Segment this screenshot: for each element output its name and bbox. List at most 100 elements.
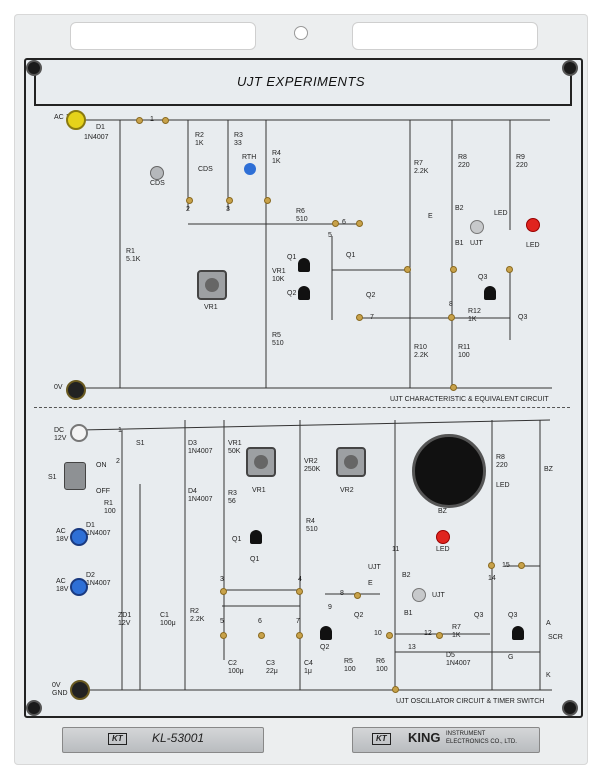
ac-12v-jack[interactable]: [66, 110, 86, 130]
zero-v-jack[interactable]: [66, 380, 86, 400]
ac-18v-jack-1[interactable]: [70, 528, 88, 546]
screw-icon: [562, 60, 578, 76]
q1-transistor-icon: [298, 258, 310, 272]
led-red-icon: [526, 218, 540, 232]
terminal-pin[interactable]: [518, 562, 525, 569]
r3-label-b: R3 56: [228, 490, 237, 505]
r8-label-b: R8 220: [496, 454, 508, 469]
logo-icon: KT: [108, 733, 127, 745]
r7-label: R7 2.2K: [414, 160, 429, 175]
node-3-b: 3: [220, 576, 224, 583]
terminal-pin[interactable]: [332, 220, 339, 227]
terminal-pin[interactable]: [220, 588, 227, 595]
terminal-pin[interactable]: [450, 384, 457, 391]
terminal-pin[interactable]: [220, 632, 227, 639]
q3-transistor-icon-b: [512, 626, 524, 640]
terminal-pin[interactable]: [162, 117, 169, 124]
brand-plate: [352, 727, 540, 753]
terminal-pin[interactable]: [356, 220, 363, 227]
node-3-label: 3: [226, 206, 230, 213]
terminal-pin[interactable]: [436, 632, 443, 639]
r12-label: R12 1K: [468, 308, 481, 323]
screw-icon: [26, 60, 42, 76]
terminal-pin[interactable]: [450, 266, 457, 273]
terminal-pin[interactable]: [264, 197, 271, 204]
node-12-b: 12: [424, 630, 432, 637]
cds-left-label: CDS: [150, 180, 165, 187]
bz-label: BZ: [438, 508, 447, 515]
terminal-pin[interactable]: [226, 197, 233, 204]
r7-label-b: R7 1K: [452, 624, 461, 639]
vr2-knob-label: VR2: [340, 487, 354, 494]
vr2-knob[interactable]: [336, 447, 366, 477]
q3a-label: Q3: [478, 274, 488, 281]
node-7-label: 7: [370, 314, 374, 321]
zd1-label: ZD1 12V: [118, 612, 132, 627]
ac-18v-jack-2[interactable]: [70, 578, 88, 596]
r1-label-b: R1 100: [104, 500, 116, 515]
node-8-b: 8: [340, 590, 344, 597]
terminal-pin[interactable]: [356, 314, 363, 321]
model-number: KL-53001: [152, 731, 205, 745]
bz-side-label: BZ: [544, 466, 553, 473]
vr1-knob-label-b: VR1: [252, 487, 266, 494]
q2a-label-b: Q2: [320, 644, 330, 651]
scr-k-label: K: [546, 672, 551, 679]
node-15-b: 15: [502, 562, 510, 569]
d3-label: D3 1N4007: [188, 440, 213, 455]
terminal-pin[interactable]: [506, 266, 513, 273]
ujt-label-a: UJT: [368, 564, 381, 571]
vr1-label: VR1 10K: [272, 268, 286, 283]
r2-label: R2 1K: [195, 132, 204, 147]
node-1-label: 1: [150, 116, 154, 123]
node-6-b: 6: [258, 618, 262, 625]
node-8-label: 8: [449, 301, 453, 308]
terminal-pin[interactable]: [354, 592, 361, 599]
terminal-pin[interactable]: [296, 588, 303, 595]
d2-label-b: D2 1N4007: [86, 572, 111, 587]
vr1-label-b: VR1 50K: [228, 440, 242, 455]
node-7-b: 7: [296, 618, 300, 625]
terminal-pin[interactable]: [392, 686, 399, 693]
vr1-knob-b[interactable]: [246, 447, 276, 477]
terminal-pin[interactable]: [258, 632, 265, 639]
title-bar: [34, 68, 572, 106]
s1-label: S1: [48, 474, 57, 481]
terminal-pin[interactable]: [448, 314, 455, 321]
q1-transistor-icon-b: [250, 530, 262, 544]
terminal-pin[interactable]: [404, 266, 411, 273]
dc-12v-jack[interactable]: [70, 424, 88, 442]
node-5-label: 5: [328, 232, 332, 239]
s1-toggle-switch[interactable]: [64, 462, 86, 490]
ac-18v-label-1: AC 18V: [56, 528, 69, 543]
vr1-knob-label: VR1: [204, 304, 218, 311]
q3a-label-b: Q3: [474, 612, 484, 619]
cds-sensor-icon: [150, 166, 164, 180]
terminal-pin[interactable]: [386, 632, 393, 639]
thermistor-icon: [244, 163, 256, 175]
c1-label: C1 100μ: [160, 612, 176, 627]
ujt-label: UJT: [470, 240, 483, 247]
q3-transistor-icon: [484, 286, 496, 300]
vr1-knob[interactable]: [197, 270, 227, 300]
q1b-label-b: Q1: [250, 556, 260, 563]
q2a-label: Q2: [287, 290, 297, 297]
r6-label-b: R6 100: [376, 658, 388, 673]
ujt-e-label: E: [428, 213, 433, 220]
terminal-pin[interactable]: [186, 197, 193, 204]
q2-transistor-icon-b: [320, 626, 332, 640]
cds-right-label: CDS: [198, 166, 213, 173]
node-11-b: 11: [392, 546, 400, 553]
ujt-b2-label-b: B2: [402, 572, 411, 579]
gnd-jack[interactable]: [70, 680, 90, 700]
page-title: UJT EXPERIMENTS: [236, 74, 366, 89]
terminal-pin[interactable]: [488, 562, 495, 569]
ujt-label-b: UJT: [432, 592, 445, 599]
terminal-pin[interactable]: [296, 632, 303, 639]
terminal-pin[interactable]: [136, 117, 143, 124]
scr-label: SCR: [548, 634, 563, 641]
top-mount-tab-left: [70, 22, 256, 50]
r1-label: R1 5.1K: [126, 248, 141, 263]
ac-18v-label-2: AC 18V: [56, 578, 69, 593]
